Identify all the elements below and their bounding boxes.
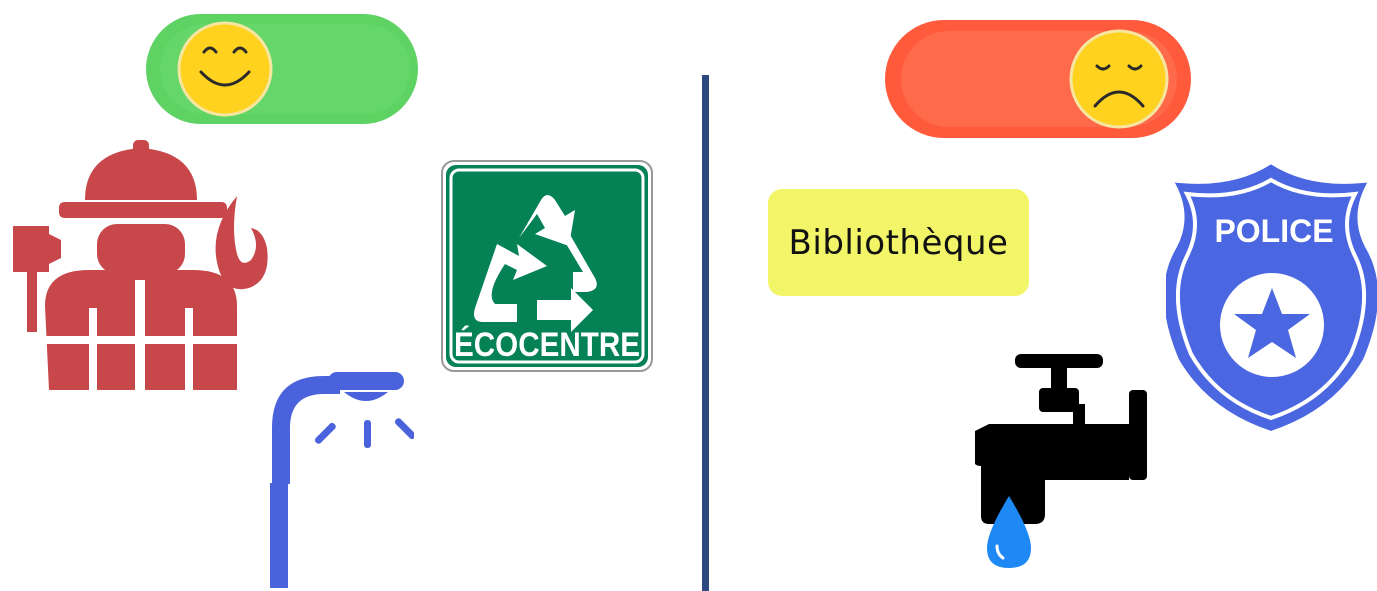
happy-face-icon (177, 21, 273, 117)
police-badge: POLICE (1166, 160, 1377, 435)
sad-face-icon (1069, 29, 1169, 129)
police-label: POLICE (1214, 213, 1333, 249)
recycle-icon (474, 195, 597, 332)
toggle-off-sad[interactable] (885, 20, 1191, 138)
firefighter-icon (13, 140, 268, 390)
streetlight-icon (270, 372, 414, 588)
toggle-on-happy[interactable] (146, 14, 418, 124)
library-label-text: Bibliothèque (788, 222, 1009, 263)
star-icon (1234, 288, 1310, 358)
ecocentre-label: ÉCOCENTRE (454, 326, 640, 364)
ecocentre-sign: ÉCOCENTRE (441, 160, 653, 372)
library-label: Bibliothèque (768, 189, 1029, 296)
faucet-icon (975, 354, 1147, 568)
water-drop-icon (987, 496, 1031, 568)
vertical-divider (702, 75, 709, 591)
